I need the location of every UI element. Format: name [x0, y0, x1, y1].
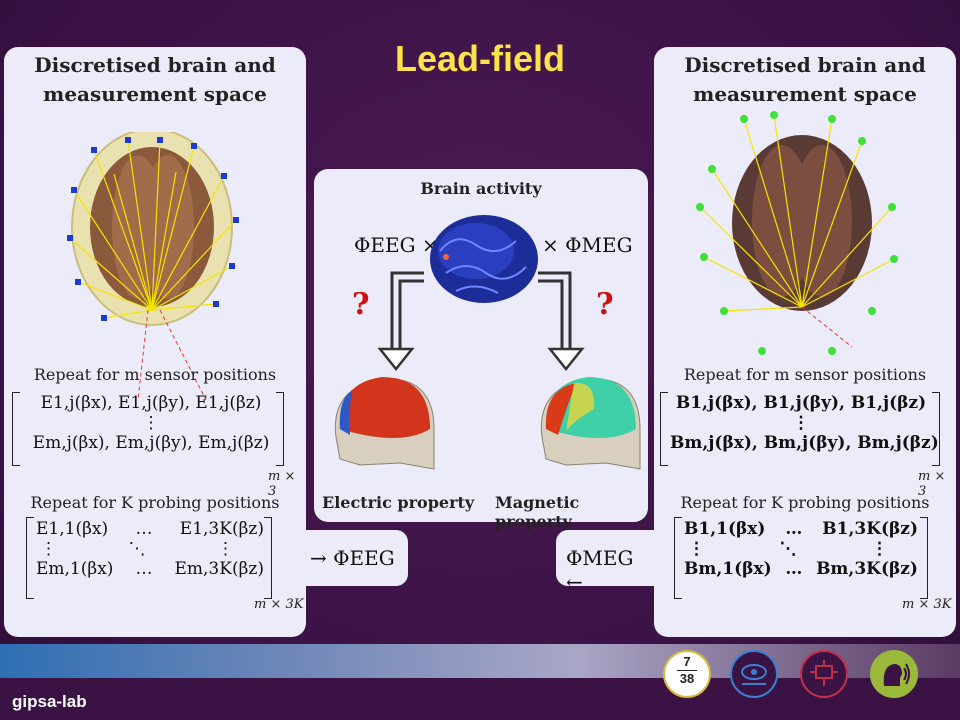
right-repeat-probing: Repeat for K probing positions: [680, 493, 930, 512]
left-sensor-matrix: E1,j(βx), E1,j(βy), E1,j(βz) ⋮ Em,j(βx),…: [26, 393, 276, 453]
page-total: 38: [677, 670, 697, 686]
electric-property-label: Electric property: [322, 493, 475, 512]
footer: [0, 678, 960, 720]
phi-meg-multiplier: × ΦMEG: [542, 233, 633, 257]
gipsa-lab-logo: gipsa-lab: [12, 692, 87, 712]
right-sensor-bracket-open: [660, 392, 668, 466]
page-current: 7: [683, 654, 691, 669]
right-probe-r3c3: Bm,3K(βz): [816, 559, 918, 579]
right-sensor-row2: Bm,j(βx), Bm,j(βy), Bm,j(βz): [670, 433, 939, 453]
eeg-head-illustration: [67, 132, 239, 401]
eeg-unknown-icon: ?: [352, 287, 370, 322]
left-title-line1: Discretised brain and: [34, 53, 276, 77]
right-probe-bracket-close: [920, 517, 928, 599]
right-probe-r3c1: Bm,1(βx): [684, 559, 772, 579]
right-panel-title: Discretised brain and measurement space: [654, 51, 956, 109]
left-probe-dim: m × 3K: [254, 597, 304, 612]
logo-text: gipsa-lab: [12, 692, 87, 711]
left-probe-r2c3: ⋮: [217, 539, 234, 559]
phi-eeg-multiplier: ΦEEG ×: [354, 233, 439, 257]
meg-result-box: ΦMEG ←: [556, 530, 656, 594]
brain-activity-illustration: [430, 215, 538, 303]
left-repeat-sensors: Repeat for m sensor positions: [33, 365, 277, 384]
left-sensor-bracket-close: [276, 392, 284, 466]
flow-arrows: [377, 271, 585, 372]
right-probe-r3c2: …: [785, 559, 803, 579]
left-probe-matrix: E1,1(βx) … E1,3K(βz) ⋮ ⋱ ⋮ Em,1(βx) … Em…: [36, 519, 264, 579]
speech-head-icon[interactable]: [870, 650, 918, 698]
left-probe-r1c2: …: [135, 519, 153, 539]
page-counter: [663, 650, 711, 698]
right-probe-dim: m × 3K: [902, 597, 952, 612]
left-probe-r2c2: ⋱: [128, 539, 146, 559]
magnetic-property-label: Magnetic property: [495, 493, 580, 531]
right-probe-r1c2: …: [785, 519, 803, 539]
left-sensor-row1: E1,j(βx), E1,j(βy), E1,j(βz): [40, 393, 262, 413]
meg-result-label: ΦMEG ←: [566, 546, 634, 594]
left-sensor-bracket-open: [12, 392, 20, 466]
right-title-line2: measurement space: [693, 82, 917, 106]
right-probe-r2c1: ⋮: [688, 539, 705, 559]
right-probe-matrix: B1,1(βx) … B1,3K(βz) ⋮ ⋱ ⋮ Bm,1(βx) … Bm…: [684, 519, 918, 579]
meg-head-map: [540, 377, 641, 470]
left-sensor-row2: Em,j(βx), Em,j(βy), Em,j(βz): [32, 433, 270, 453]
right-probe-r2c3: ⋮: [871, 539, 888, 559]
eeg-result-box: → ΦEEG: [302, 530, 408, 586]
left-probe-r2c1: ⋮: [40, 539, 57, 559]
left-probe-bracket-open: [26, 517, 34, 599]
circuit-icon[interactable]: [800, 650, 848, 698]
slide-title: Lead-field: [394, 38, 565, 79]
page-number: 7 38: [667, 654, 707, 686]
left-sensor-dim: m × 3: [268, 469, 296, 499]
right-title-line1: Discretised brain and: [684, 53, 926, 77]
middle-panel: Brain activity ΦEEG × × ΦMEG ? ? Electri…: [314, 169, 648, 531]
left-repeat-probing: Repeat for K probing positions: [30, 493, 280, 512]
right-sensor-matrix: B1,j(βx), B1,j(βy), B1,j(βz) ⋮ Bm,j(βx),…: [670, 393, 939, 453]
right-sensor-dots: ⋮: [792, 413, 810, 433]
right-probe-r2c2: ⋱: [779, 539, 797, 559]
left-probe-r1c3: E1,3K(βz): [179, 519, 264, 539]
eye-icon[interactable]: [730, 650, 778, 698]
left-title-line2: measurement space: [43, 82, 267, 106]
right-panel: Discretised brain and measurement space …: [654, 47, 956, 637]
meg-unknown-icon: ?: [596, 287, 614, 322]
left-panel-title: Discretised brain and measurement space: [4, 51, 306, 109]
right-sensor-dim: m × 3: [918, 469, 946, 499]
left-probe-bracket-close: [264, 517, 272, 599]
left-panel: Discretised brain and measurement space …: [4, 47, 306, 637]
right-probe-r1c1: B1,1(βx): [684, 519, 766, 539]
left-probe-r3c2: …: [135, 559, 153, 579]
left-probe-r3c3: Em,3K(βz): [174, 559, 265, 579]
left-probe-r3c1: Em,1(βx): [36, 559, 114, 579]
right-repeat-sensors: Repeat for m sensor positions: [683, 365, 927, 384]
right-sensor-bracket-close: [932, 392, 940, 466]
brain-activity-title: Brain activity: [420, 179, 542, 198]
left-probe-r1c1: E1,1(βx): [36, 519, 109, 539]
eeg-head-map: [334, 377, 435, 470]
left-sensor-dots: ⋮: [142, 413, 160, 433]
right-probe-r1c3: B1,3K(βz): [822, 519, 918, 539]
right-probe-bracket-open: [674, 517, 682, 599]
eeg-result-label: → ΦEEG: [310, 546, 395, 570]
meg-sensor-illustration: [696, 111, 898, 355]
right-sensor-row1: B1,j(βx), B1,j(βy), B1,j(βz): [675, 393, 927, 413]
